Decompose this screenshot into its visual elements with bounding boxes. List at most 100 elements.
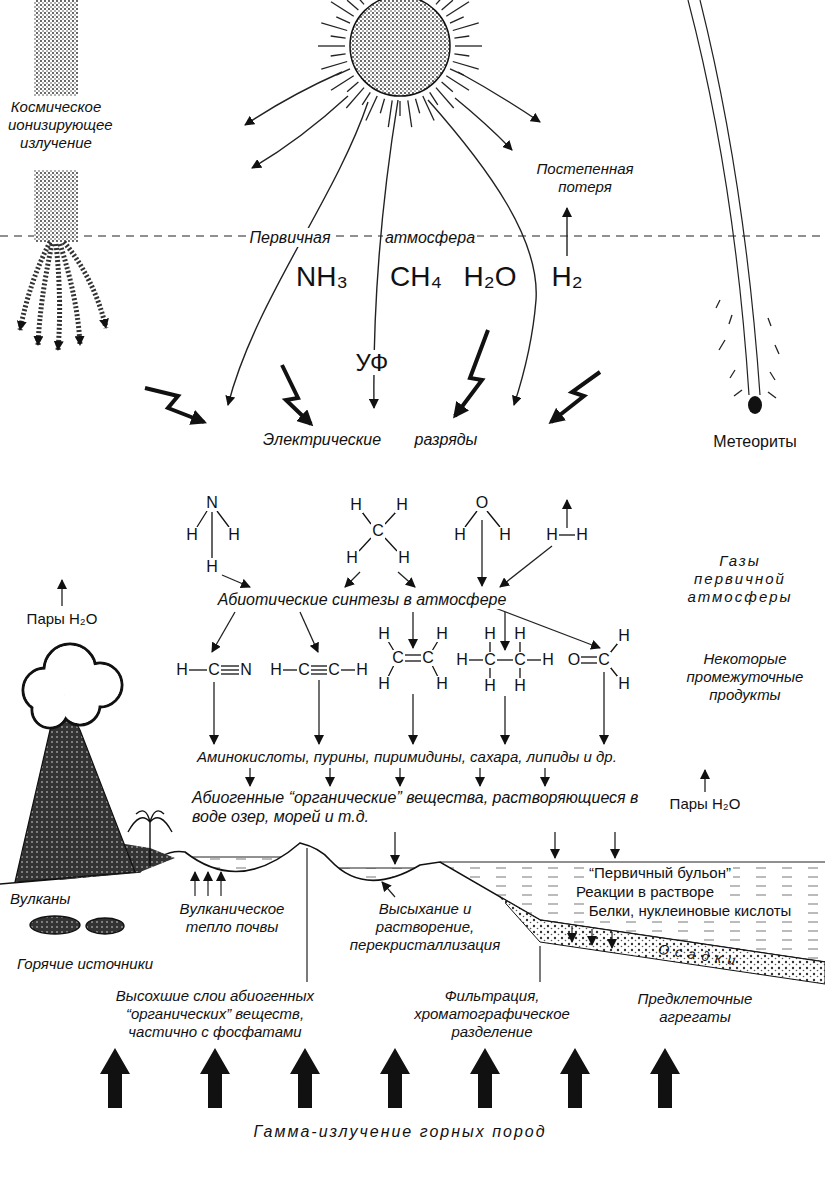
molecule-bonds [311, 665, 327, 666]
sun-arrows [228, 72, 567, 408]
meteor [716, 300, 720, 308]
flow-arrows [566, 500, 567, 528]
atom-symbol: N [239, 662, 253, 678]
atom-symbol: H [617, 628, 631, 644]
flow-arrows [394, 832, 395, 864]
annotation-label: Абиогенные “органические” вещества, раст… [190, 788, 650, 826]
cosmic-ray-column [38, 244, 52, 345]
atom-symbol: H [395, 497, 409, 513]
sun-ray [321, 62, 347, 70]
atom-symbol: H [175, 662, 189, 678]
molecule-bonds [362, 512, 371, 524]
sun-ray [442, 0, 453, 10]
annotation-label: Газы первичной атмосферы [675, 552, 805, 606]
atom-symbol: H [185, 527, 199, 543]
geyser-and-springs [86, 918, 124, 934]
water [440, 861, 825, 862]
atom-symbol: H [435, 676, 449, 692]
sun-ray [453, 23, 479, 31]
sun-ray [366, 96, 377, 121]
flow-arrows [213, 682, 214, 744]
atom-symbol: H [513, 678, 527, 694]
annotation-label: Постепенная потеря [525, 160, 645, 196]
annotation-label: Первичная [247, 228, 332, 247]
molecule-bonds [581, 656, 597, 657]
ground [500, 897, 825, 984]
cosmic-ray-column [56, 244, 60, 350]
atom-symbol: O [567, 652, 581, 668]
atom-symbol: H [269, 662, 283, 678]
leader-lines [306, 848, 307, 982]
atom-symbol: H [483, 626, 497, 642]
meteor [688, 0, 749, 395]
volcano [25, 646, 121, 727]
sun-arrows [245, 72, 342, 125]
volcano [15, 715, 135, 882]
meteor [729, 315, 732, 324]
molecule-bonds [559, 534, 575, 535]
sun-ray [399, 101, 400, 116]
leader-lines [382, 882, 395, 897]
annotation-label: Вулканическое тепло почвы [167, 900, 297, 936]
atom-symbol: H [345, 550, 359, 566]
molecule-bonds [221, 673, 239, 674]
molecule-bonds [465, 511, 477, 527]
annotation-label: Гамма-излучение горных пород [251, 1122, 548, 1141]
cosmic-ray-column [64, 242, 106, 328]
cosmic-ray-column [20, 242, 106, 350]
annotation-label: Предклеточные агрегаты [625, 990, 765, 1026]
water [330, 868, 420, 869]
leader-lines [571, 926, 572, 942]
annotation-label: Метеориты [711, 432, 798, 451]
flow-arrows [412, 694, 413, 744]
formula-label: NH₃ [294, 262, 350, 291]
flow-arrows [554, 832, 555, 858]
sun-ray [455, 45, 482, 46]
sun-arrows [458, 72, 540, 122]
sun-ray [331, 76, 354, 91]
meteor [734, 390, 742, 396]
sun-ray [436, 88, 454, 108]
atom-symbol: H [513, 626, 527, 642]
formula-label: H₂O [462, 262, 519, 291]
sun-ray [347, 82, 358, 92]
molecule-bonds [311, 673, 327, 674]
gamma-arrow [380, 1048, 410, 1108]
molecule-bonds [221, 669, 239, 670]
sun [318, 0, 482, 127]
molecule-bonds [221, 665, 239, 666]
meteor [716, 300, 779, 398]
annotation-label: Вулканы [8, 890, 72, 908]
atom-symbol: H [205, 559, 219, 575]
atom-symbol: H [227, 527, 241, 543]
flow-arrows [212, 612, 235, 652]
sun-ray [416, 99, 420, 113]
atom-symbol: H [541, 652, 555, 668]
flow-arrows [481, 520, 482, 586]
flow-arrows [318, 680, 319, 744]
meteor [768, 392, 776, 398]
sun-ray [454, 36, 469, 38]
atom-symbol: H [545, 527, 559, 543]
meteor [770, 372, 775, 380]
molecule-bonds [217, 511, 229, 527]
annotation-label: Электрические [261, 430, 383, 449]
flow-arrows [603, 672, 604, 744]
atom-symbol: C [327, 662, 341, 678]
sun-ray [331, 36, 346, 38]
molecule-bonds [487, 511, 500, 527]
lightning-bolts [455, 330, 488, 416]
sun-ray [380, 99, 384, 113]
molecule-bonds [341, 669, 355, 670]
meteor [730, 370, 735, 378]
gamma-arrow [470, 1048, 500, 1108]
atom-symbol: H [355, 662, 369, 678]
molecule-bonds [469, 659, 483, 660]
atom-symbol: H [349, 497, 363, 513]
geyser-and-springs [30, 811, 172, 934]
volcano [34, 694, 67, 727]
geyser-and-springs [150, 811, 164, 822]
sun-ray [362, 92, 370, 105]
atom-symbol: H [377, 626, 391, 642]
flow-arrows [399, 768, 400, 786]
